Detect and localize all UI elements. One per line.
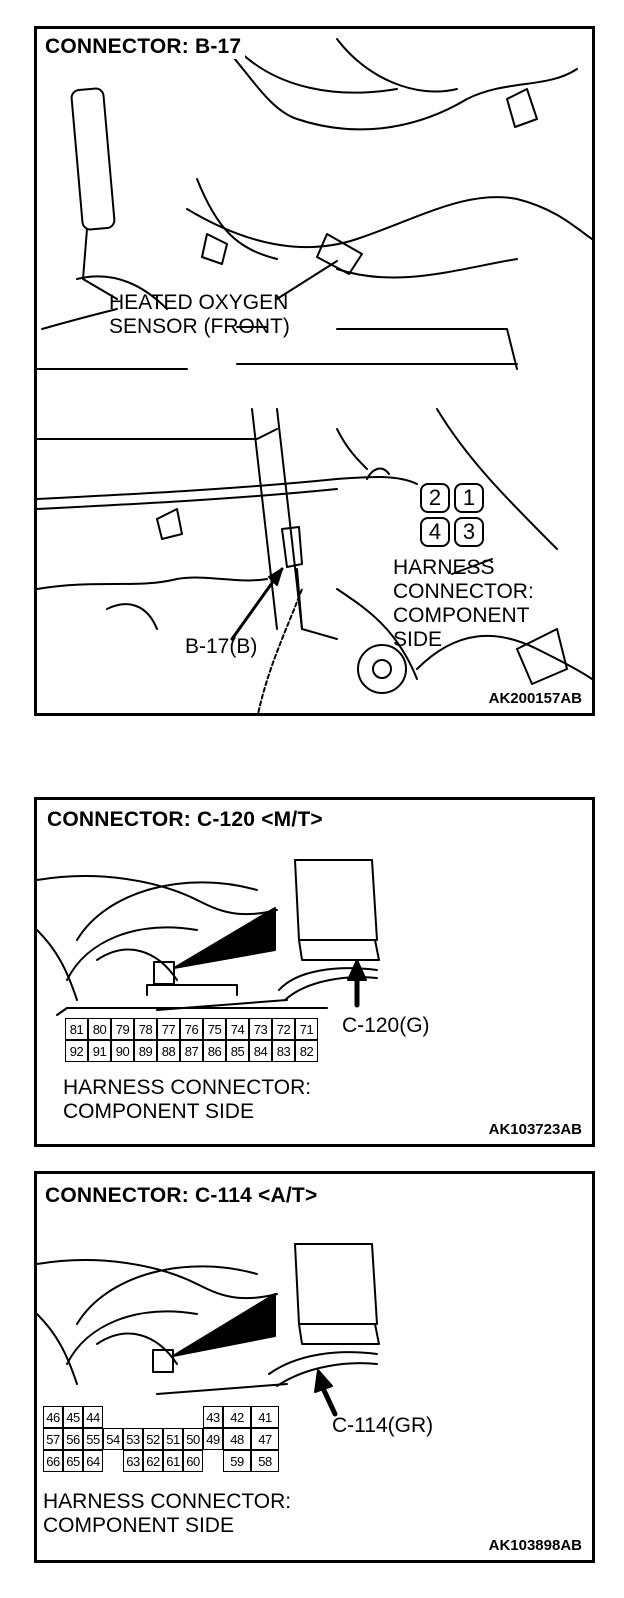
pin: 42 [223,1406,251,1428]
pin: 78 [134,1018,157,1040]
pin: 82 [295,1040,318,1062]
pin: 80 [88,1018,111,1040]
pin: 54 [103,1428,123,1450]
pin: 79 [111,1018,134,1040]
connector-id-label: C-120(G) [342,1014,430,1037]
c114-pin-grid: 46 45 44 43 42 41 57 56 55 54 53 52 51 5… [43,1406,279,1472]
pin: 77 [157,1018,180,1040]
pin: 81 [65,1018,88,1040]
pin: 62 [143,1450,163,1472]
pin: 83 [272,1040,295,1062]
pin: 48 [223,1428,251,1450]
pin: 49 [203,1428,223,1450]
pin-gap [163,1406,183,1428]
panel-title: CONNECTOR: B-17 [45,35,246,59]
pin: 45 [63,1406,83,1428]
pin: 2 [420,483,450,513]
pin: 59 [223,1450,251,1472]
pin: 60 [183,1450,203,1472]
heated-oxygen-sensor-label: HEATED OXYGEN SENSOR (FRONT) [109,291,290,338]
engine-bay-illustration [37,38,592,713]
pin: 76 [180,1018,203,1040]
reference-code: AK103898AB [488,1537,582,1554]
pin-gap [103,1450,123,1472]
pin: 90 [111,1040,134,1062]
pin: 84 [249,1040,272,1062]
pin: 87 [180,1040,203,1062]
harness-connector-label: HARNESS CONNECTOR: COMPONENT SIDE [393,556,534,651]
panel-b17: CONNECTOR: B-17 [34,26,595,716]
pin-gap [183,1406,203,1428]
pin: 74 [226,1018,249,1040]
pin: 44 [83,1406,103,1428]
pin: 52 [143,1428,163,1450]
pin: 47 [251,1428,279,1450]
pin: 66 [43,1450,63,1472]
pin-gap [103,1406,123,1428]
pin-gap [203,1450,223,1472]
pin: 50 [183,1428,203,1450]
pin: 92 [65,1040,88,1062]
pin: 4 [420,517,450,547]
connector-id-label: C-114(GR) [332,1414,434,1437]
panel-title: CONNECTOR: C-120 <M/T> [47,808,327,832]
pin-gap [143,1406,163,1428]
pin: 91 [88,1040,111,1062]
pin: 88 [157,1040,180,1062]
pin: 73 [249,1018,272,1040]
dashboard-illustration [37,859,380,1016]
pin: 56 [63,1428,83,1450]
reference-code: AK103723AB [488,1121,582,1138]
pin: 71 [295,1018,318,1040]
pin: 1 [454,483,484,513]
pin: 55 [83,1428,103,1450]
pin: 64 [83,1450,103,1472]
pin: 85 [226,1040,249,1062]
harness-connector-label: HARNESS CONNECTOR: COMPONENT SIDE [63,1076,312,1123]
pin-gap [123,1406,143,1428]
pin: 86 [203,1040,226,1062]
pin: 61 [163,1450,183,1472]
pin: 43 [203,1406,223,1428]
pin: 72 [272,1018,295,1040]
panel-title: CONNECTOR: C-114 <A/T> [45,1184,322,1208]
pin: 51 [163,1428,183,1450]
pin: 53 [123,1428,143,1450]
c120-pin-grid: 81 80 79 78 77 76 75 74 73 72 71 92 91 9… [65,1018,318,1062]
pin: 46 [43,1406,63,1428]
pin: 65 [63,1450,83,1472]
pin: 57 [43,1428,63,1450]
panel-c114: CONNECTOR: C-114 <A/T> 46 45 44 43 42 [34,1171,595,1563]
panel-c120: CONNECTOR: C-120 <M/T> 81 80 79 78 77 [34,797,595,1147]
pin: 63 [123,1450,143,1472]
pin: 75 [203,1018,226,1040]
pin: 3 [454,517,484,547]
pin: 41 [251,1406,279,1428]
harness-connector-label: HARNESS CONNECTOR: COMPONENT SIDE [43,1490,292,1537]
dashboard-illustration [37,1243,380,1417]
pin: 58 [251,1450,279,1472]
connector-id-label: B-17(B) [185,635,258,658]
reference-code: AK200157AB [488,690,582,707]
pin: 89 [134,1040,157,1062]
b17-pin-diagram: 2 1 4 3 [420,483,484,547]
